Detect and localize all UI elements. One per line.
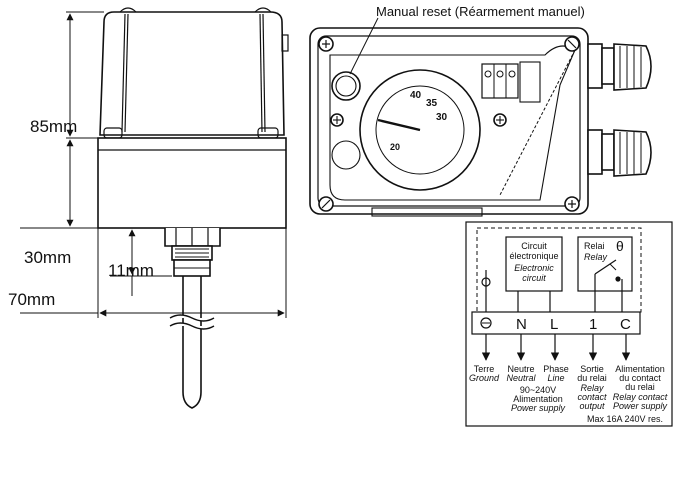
cable-gland-bottom [587,129,652,177]
relay-label-en: Relay [584,252,608,262]
dial-35: 35 [426,98,438,109]
dimension-labels: 85mm 30mm 11mm 70mm [8,117,154,309]
relay-supply-en-1: Relay contact [613,392,668,402]
dial-20: 20 [390,142,400,152]
circuit-label-en-2: circuit [522,273,546,283]
dial-40: 40 [410,90,422,101]
manual-reset-label: Manual reset (Réarmement manuel) [376,4,585,19]
relay-supply-en-2: Power supply [613,401,668,411]
relay-output-en-3: output [579,401,605,411]
dial-30: 30 [436,112,448,123]
relay-output-fr-2: du relai [577,373,607,383]
earth-label-fr: Terre [474,364,495,374]
relay-supply-fr-3: du relai [625,382,655,392]
wiring-diagram [465,221,673,427]
wiring-labels: Circuit électronique Electronic circuit … [469,238,668,424]
top-view [309,17,652,217]
relay-output-en-2: contact [577,392,607,402]
dim-30mm: 30mm [24,248,71,267]
dimension-lines [20,11,287,318]
dim-85mm: 85mm [30,117,77,136]
terminal-l: L [550,316,558,333]
dim-11mm: 11mm [108,261,154,280]
dim-70mm: 70mm [8,290,55,309]
relay-output-fr-1: Sortie [580,364,604,374]
max-rating: Max 16A 240V res. [587,414,663,424]
dial-scale: 40 35 30 20 [390,90,448,152]
terminal-1: 1 [589,316,597,333]
neutral-label-fr: Neutre [507,364,534,374]
relay-output-en-1: Relay [580,383,604,393]
terminal-c: C [620,316,631,333]
side-view [97,7,289,409]
circuit-label-en-1: Electronic [514,263,554,273]
terminal-n: N [516,316,527,333]
relay-supply-fr-1: Alimentation [615,364,665,374]
cable-gland-top [587,43,652,91]
relay-supply-fr-2: du contact [619,373,661,383]
phase-label-fr: Phase [543,364,569,374]
neutral-label-en: Neutral [506,373,536,383]
earth-label-en: Ground [469,373,500,383]
supply-label-fr: Alimentation [513,394,563,404]
circuit-label-fr-2: électronique [509,251,558,261]
phase-label-en: Line [547,373,564,383]
supply-label-en: Power supply [511,403,566,413]
circuit-label-fr-1: Circuit [521,241,547,251]
supply-voltage: 90~240V [520,385,556,395]
relay-label-fr: Relai [584,241,605,251]
theta-symbol: θ [616,238,624,254]
